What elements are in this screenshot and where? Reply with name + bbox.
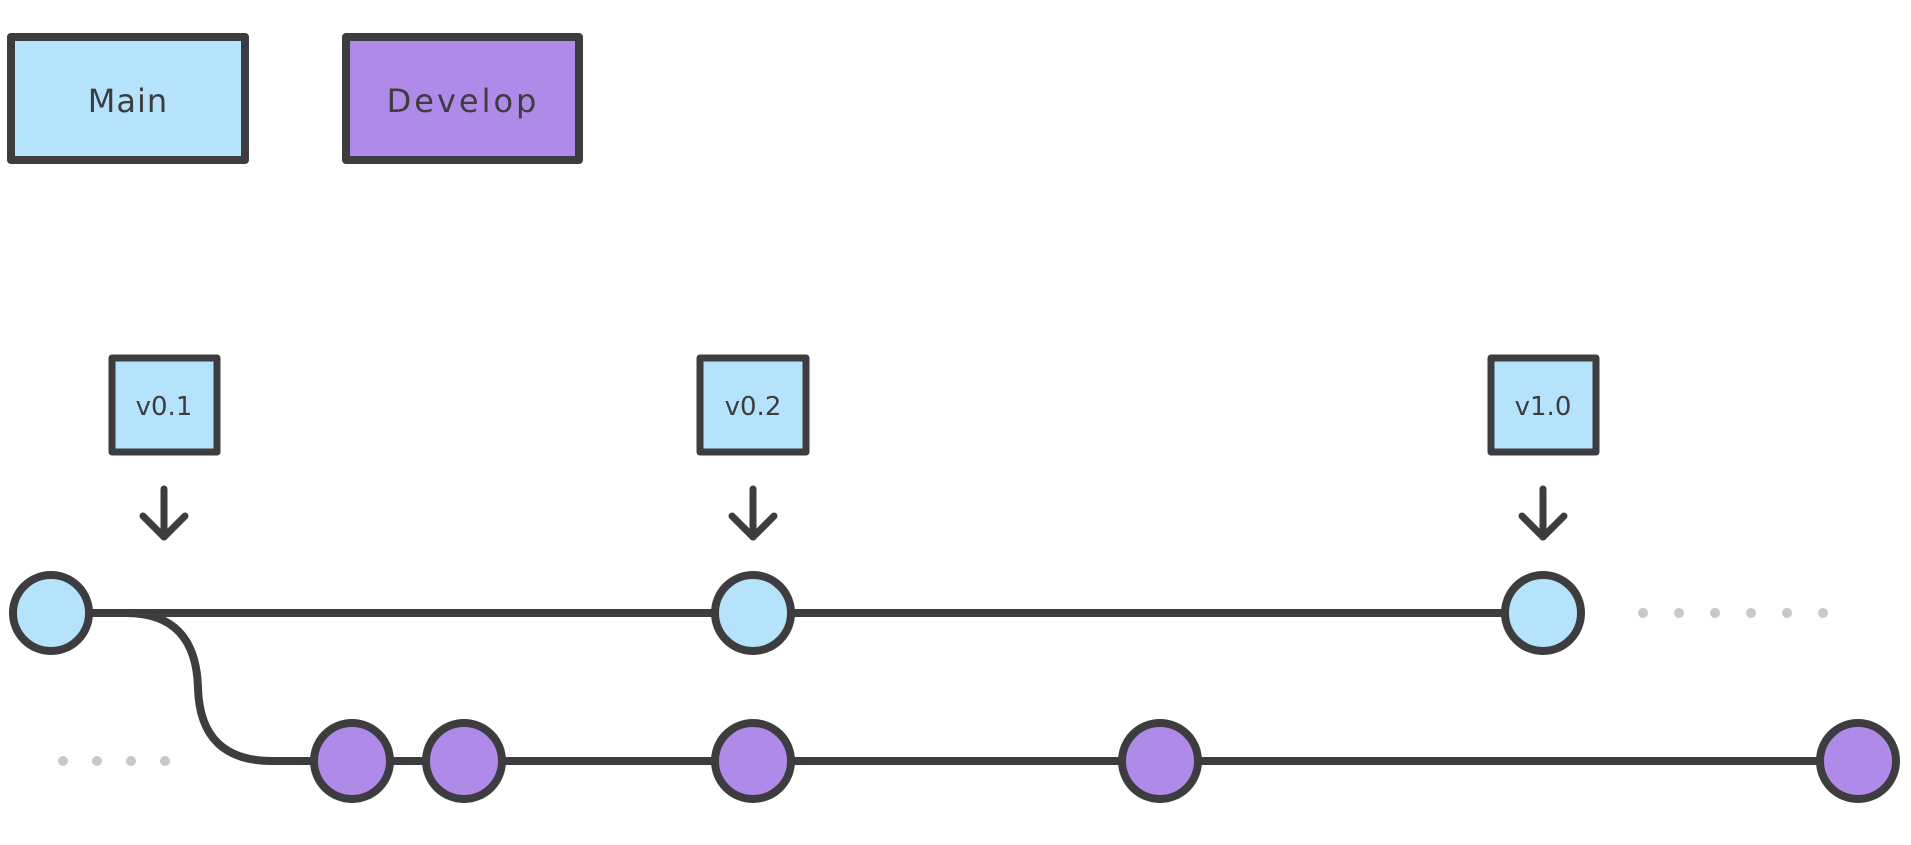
tag-v1-0-label: v1.0: [1515, 392, 1572, 422]
legend-main: Main: [7, 33, 249, 164]
develop-commit: [1816, 719, 1900, 803]
tag-v0-1: v0.1: [108, 354, 221, 541]
tag-v1-0: v1.0: [1487, 354, 1600, 541]
legend-develop-label: Develop: [387, 82, 540, 120]
tag-v0-1-label: v0.1: [136, 392, 193, 422]
tag-v0-2-arrow-icon: [728, 485, 778, 541]
main-commit: [1501, 571, 1585, 655]
develop-commit: [422, 719, 506, 803]
tag-v0-2-label: v0.2: [725, 392, 782, 422]
tag-v0-1-arrow-icon: [139, 485, 189, 541]
develop-commits: [310, 719, 1900, 803]
main-commit: [711, 571, 795, 655]
main-commit: [9, 571, 93, 655]
develop-commit: [310, 719, 394, 803]
legend-main-swatch: [7, 33, 249, 164]
legend-main-label: Main: [88, 82, 168, 120]
tag-v1-0-box: [1487, 354, 1600, 456]
legend-develop-swatch: [342, 33, 583, 164]
develop-history-dots: [58, 756, 170, 766]
tag-v0-1-box: [108, 354, 221, 456]
develop-commit: [711, 719, 795, 803]
tag-v1-0-arrow-icon: [1518, 485, 1568, 541]
tag-v0-2-box: [696, 354, 810, 456]
legend: Main Develop: [7, 33, 583, 164]
develop-commit: [1118, 719, 1202, 803]
develop-branch-off-curve: [125, 609, 273, 765]
tag-v0-2: v0.2: [696, 354, 810, 541]
main-commits: [9, 571, 1585, 655]
legend-develop: Develop: [342, 33, 583, 164]
main-continuation-dots: [1638, 608, 1828, 618]
